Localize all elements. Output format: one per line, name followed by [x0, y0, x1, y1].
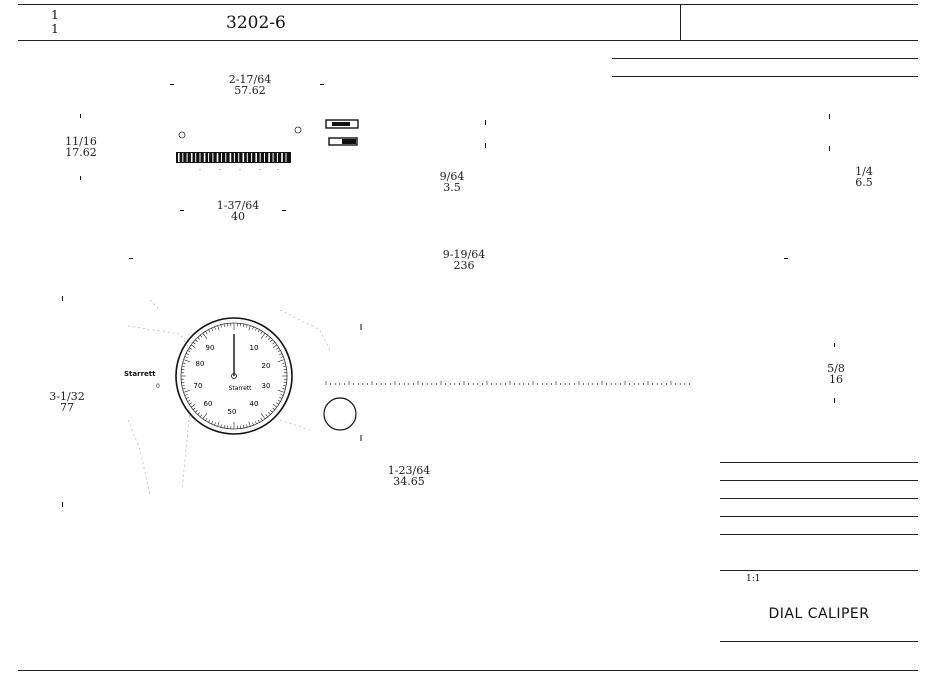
caliper-front-view: Starrett 0 90 10 80 20 70 30 60 40 50 St… — [124, 299, 690, 496]
header-divider — [680, 4, 681, 40]
dial-number: 10 — [250, 344, 259, 352]
title-block-line — [720, 462, 918, 463]
knurl-ticks — [199, 169, 279, 170]
head-top-view — [176, 126, 302, 170]
dim-tick — [80, 176, 81, 180]
dim-total-length: 9-19/64 236 — [442, 248, 486, 272]
dim-tick — [282, 210, 286, 211]
dial-number: 30 — [262, 382, 271, 390]
mount-hole-right — [294, 126, 302, 134]
dim-tick — [129, 258, 133, 259]
dial-number: 50 — [228, 408, 237, 416]
dim-tick — [485, 120, 486, 125]
revision-table-line-1 — [612, 58, 918, 59]
dim-head-width: 1-37/64 40 — [216, 199, 260, 223]
thumb-wheel — [323, 397, 357, 431]
dim-tick — [62, 296, 63, 301]
dial-ticks — [181, 323, 287, 429]
dim-end-thickness: 1/4 6.5 — [855, 165, 873, 189]
dim-tick — [320, 84, 324, 85]
knurled-wheel — [176, 152, 291, 163]
jaw-side-view — [325, 119, 359, 146]
dim-beam-width: 5/8 16 — [827, 362, 845, 386]
dim-tick — [829, 114, 830, 119]
title-block-line — [720, 480, 918, 481]
revision-table-line-2 — [612, 76, 918, 77]
beam-scale — [325, 381, 690, 385]
revision-top: 1 — [51, 8, 59, 22]
dial-brand: Starrett — [229, 385, 253, 392]
dim-tick — [784, 258, 788, 259]
dim-tick — [62, 502, 63, 507]
dial-number: 20 — [262, 362, 271, 370]
title-block-line — [720, 534, 918, 535]
dim-tick — [829, 146, 830, 151]
dial: 90 10 80 20 70 30 60 40 50 Starrett — [175, 317, 293, 435]
title-block-line — [720, 641, 918, 642]
dim-body-height: 3-1/32 77 — [49, 390, 85, 414]
title-block-line — [720, 516, 918, 517]
title-block-line — [720, 498, 918, 499]
sheet-bottom-border — [18, 670, 918, 671]
dim-tick — [80, 114, 81, 118]
drawing-title: DIAL CALIPER — [768, 606, 870, 622]
body-brand-label: Starrett — [124, 370, 156, 378]
dial-number: 90 — [206, 344, 215, 352]
revision-bottom: 1 — [51, 22, 59, 36]
scale-label: 1:1 — [746, 574, 761, 584]
title-block-line — [720, 570, 918, 571]
dim-tick — [834, 398, 835, 403]
dim-overall-length: 2-17/64 57.62 — [228, 73, 272, 97]
dim-dial-offset: 1-23/64 34.65 — [387, 464, 431, 488]
dial-number: 70 — [194, 382, 203, 390]
dim-tick — [180, 210, 184, 211]
body-zero-mark: 0 — [156, 383, 160, 390]
dim-tick — [834, 343, 835, 347]
dim-height-left: 11/16 17.62 — [65, 135, 97, 159]
part-number: 3202-6 — [226, 13, 286, 33]
dim-tick — [170, 84, 174, 85]
dim-jaw-thickness: 9/64 3.5 — [439, 170, 465, 194]
mount-hole-left — [178, 131, 186, 139]
dial-number: 40 — [250, 400, 259, 408]
dial-number: 80 — [196, 360, 205, 368]
dial-hub — [231, 373, 237, 379]
header-bottom-border — [18, 40, 918, 41]
jaw-outline — [127, 299, 331, 496]
dial-number: 60 — [204, 400, 213, 408]
revision-block: 1 1 — [48, 8, 62, 36]
header-top-border — [18, 4, 918, 5]
dim-tick — [485, 143, 486, 148]
